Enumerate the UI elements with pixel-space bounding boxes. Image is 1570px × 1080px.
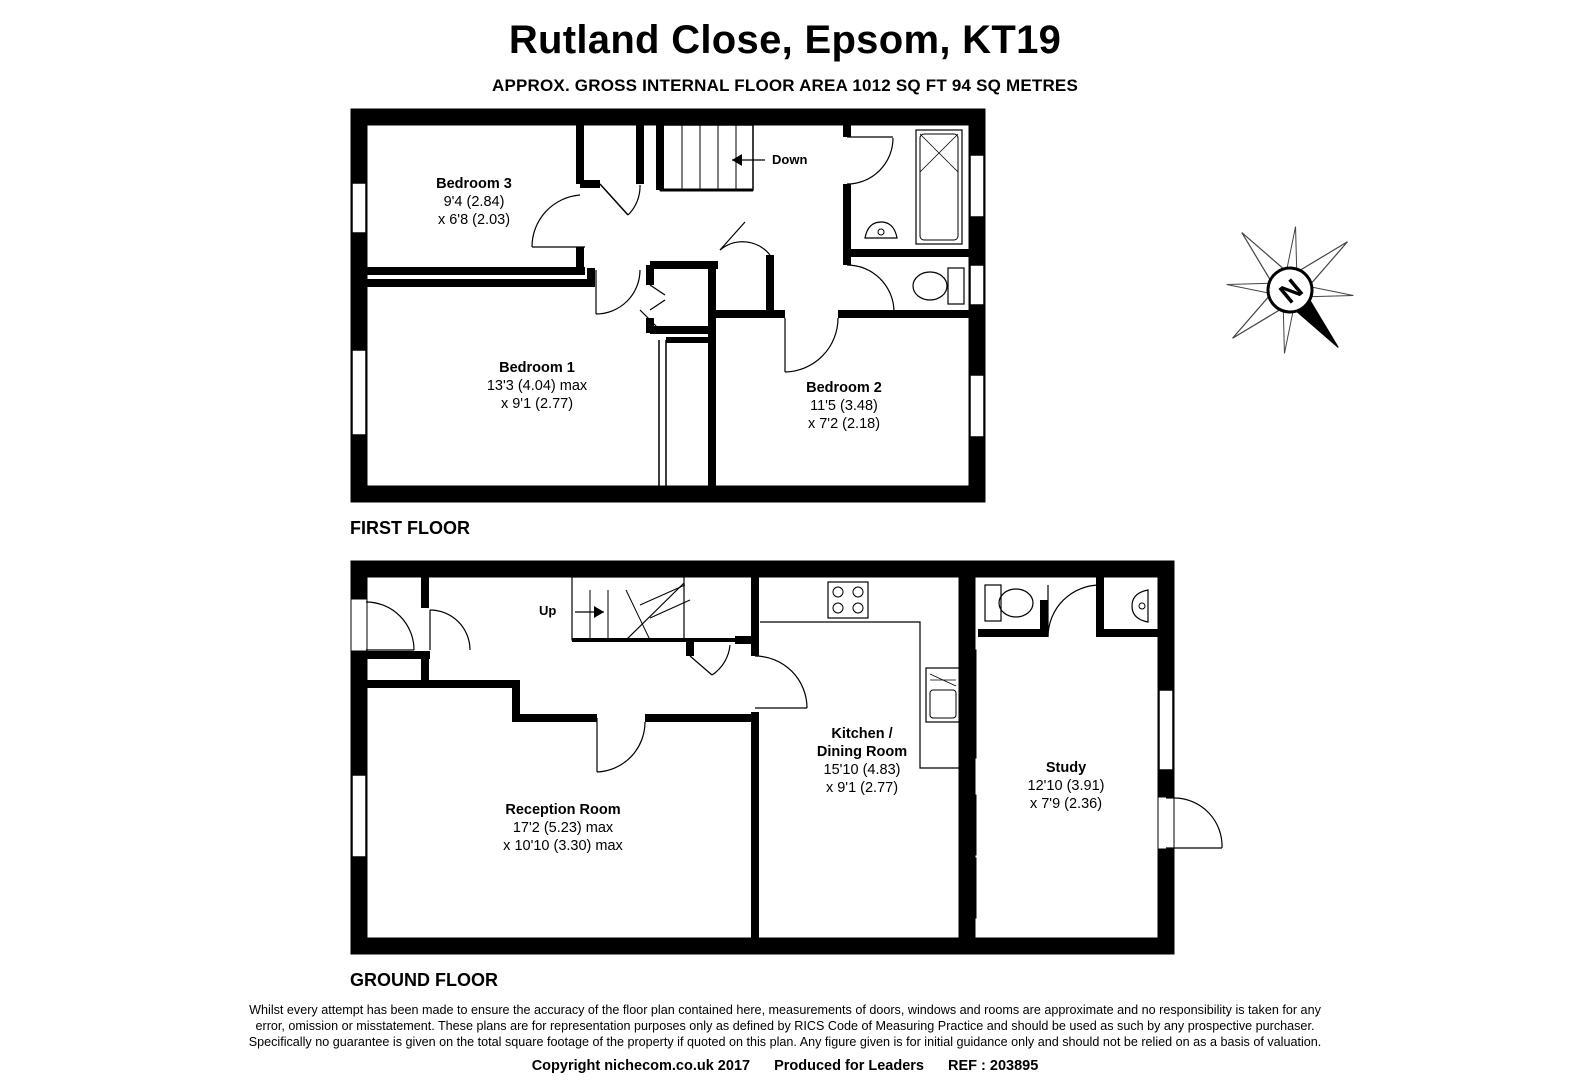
- hob-icon: [827, 581, 869, 619]
- room-reception: Reception Room 17'2 (5.23) max x 10'10 (…: [478, 801, 648, 855]
- disclaimer: Whilst every attempt has been made to en…: [180, 1002, 1390, 1050]
- room-dim-1: 9'4 (2.84): [443, 194, 505, 210]
- reference-text: REF : 203895: [948, 1058, 1039, 1074]
- room-bedroom-3: Bedroom 3 9'4 (2.84) x 6'8 (2.03): [414, 175, 534, 229]
- room-name: Reception Room: [505, 802, 621, 818]
- toilet-icon: [912, 271, 948, 301]
- basin-icon: [864, 221, 898, 239]
- window-study: [1158, 689, 1174, 771]
- room-dim-2: x 9'1 (2.77): [500, 396, 574, 412]
- first-floor-plan: [350, 108, 986, 503]
- first-floor-label: FIRST FLOOR: [350, 518, 470, 538]
- window-bathroom: [969, 154, 985, 218]
- disclaimer-line-1: Whilst every attempt has been made to en…: [249, 1003, 1321, 1017]
- room-dim-1: 15'10 (4.83): [823, 762, 901, 778]
- room-dim-2: x 9'1 (2.77): [825, 780, 899, 796]
- first-floor-outer-wall: [350, 108, 986, 503]
- room-dim-2: x 7'9 (2.36): [1029, 796, 1103, 812]
- toilet-icon-ground: [998, 588, 1034, 618]
- room-bedroom-1: Bedroom 1 13'3 (4.04) max x 9'1 (2.77): [462, 359, 612, 413]
- stairs-ground-floor: [571, 576, 685, 641]
- ground-floor-plan: [350, 560, 1223, 955]
- plan-title: Rutland Close, Epsom, KT19: [508, 18, 1062, 62]
- ground-floor-label: GROUND FLOOR: [350, 970, 498, 990]
- room-name: Bedroom 3: [436, 176, 512, 192]
- room-name: Bedroom 1: [499, 360, 575, 376]
- produced-for-text: Produced for Leaders: [774, 1058, 924, 1074]
- room-name: Kitchen /: [831, 726, 893, 742]
- room-dim-1: 12'10 (3.91): [1027, 778, 1105, 794]
- window-wc: [969, 264, 985, 306]
- stairs-up-label: Up: [539, 603, 557, 618]
- room-name: Study: [1045, 760, 1087, 776]
- window-reception: [351, 774, 367, 858]
- sink-icon: [925, 667, 961, 723]
- window-bedroom2: [969, 374, 985, 438]
- disclaimer-line-2: error, omission or misstatement. These p…: [255, 1019, 1315, 1033]
- compass-icon: [1226, 226, 1354, 354]
- room-dim-1: 17'2 (5.23) max: [512, 820, 614, 836]
- room-name-2: Dining Room: [816, 744, 908, 760]
- copyright-line: Copyright nichecom.co.uk 2017 Produced f…: [0, 1058, 1570, 1074]
- room-name: Bedroom 2: [806, 380, 882, 396]
- room-study: Study 12'10 (3.91) x 7'9 (2.36): [1010, 759, 1122, 813]
- room-dim-2: x 7'2 (2.18): [807, 416, 881, 432]
- room-bedroom-2: Bedroom 2 11'5 (3.48) x 7'2 (2.18): [782, 379, 906, 433]
- stairs-down-label: Down: [772, 152, 808, 167]
- room-dim-2: x 6'8 (2.03): [437, 212, 511, 228]
- bath-icon: [915, 129, 963, 245]
- room-dim-1: 13'3 (4.04) max: [486, 378, 588, 394]
- floor-area-subtitle: APPROX. GROSS INTERNAL FLOOR AREA 1012 S…: [491, 76, 1079, 95]
- window-bedroom3: [351, 182, 367, 234]
- disclaimer-line-3: Specifically no guarantee is given on th…: [248, 1035, 1322, 1049]
- window-bedroom1: [351, 349, 367, 436]
- copyright-text: Copyright nichecom.co.uk 2017: [531, 1058, 751, 1074]
- room-dim-1: 11'5 (3.48): [810, 398, 878, 414]
- room-kitchen-dining: Kitchen / Dining Room 15'10 (4.83) x 9'1…: [794, 725, 930, 797]
- basin-icon-ground: [1131, 589, 1149, 623]
- room-dim-2: x 10'10 (3.30) max: [503, 838, 623, 854]
